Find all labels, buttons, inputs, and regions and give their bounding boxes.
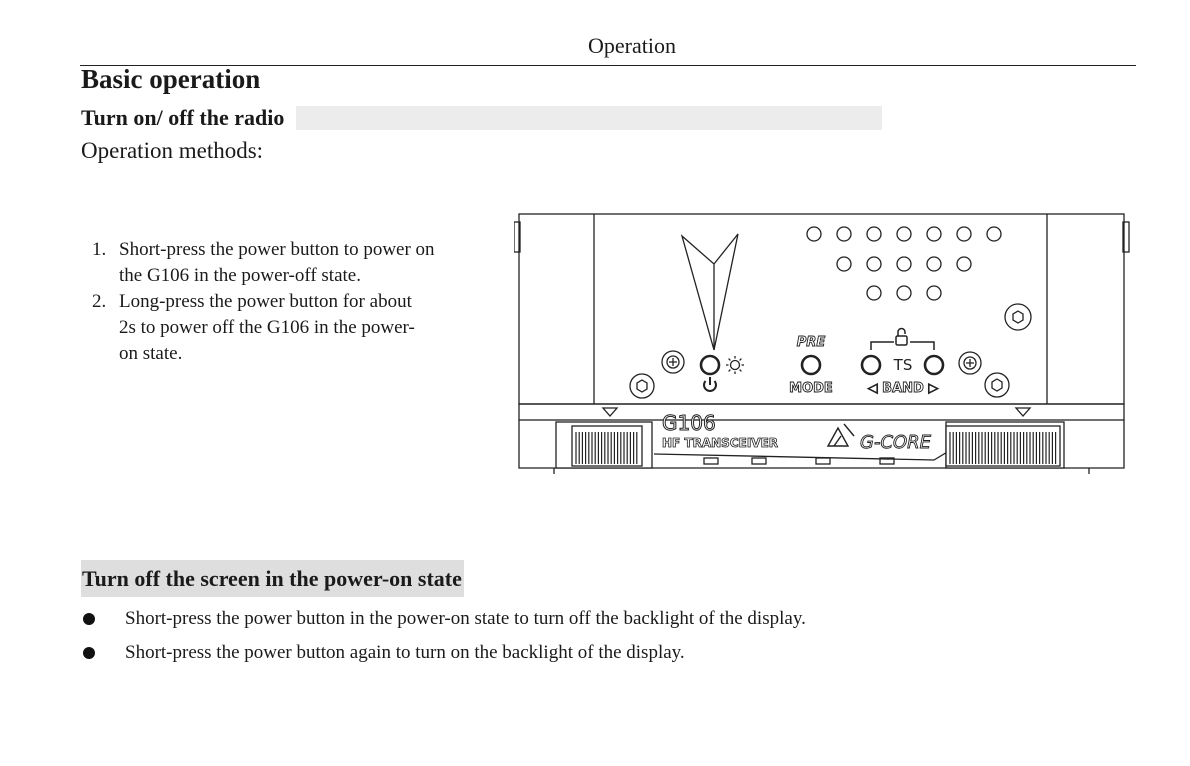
power-icon bbox=[703, 377, 717, 392]
step-text-line: Short-press the power button to power on bbox=[119, 239, 435, 260]
step-text-line: Long-press the power button for about bbox=[119, 291, 412, 312]
left-side-tab bbox=[514, 221, 521, 253]
grille-hole bbox=[926, 256, 942, 272]
plus-screw-icon bbox=[958, 351, 982, 375]
step-text-line: the G106 in the power-off state. bbox=[119, 265, 361, 286]
model-label: G106 bbox=[662, 411, 716, 435]
bullet-dot bbox=[83, 613, 95, 625]
list-item: Short-press the power button in the powe… bbox=[81, 605, 1141, 639]
list-item: 1. Short-press the power button to power… bbox=[92, 237, 502, 289]
lock-icon bbox=[870, 327, 935, 350]
left-knurled-grip bbox=[555, 421, 653, 469]
grille-hole bbox=[896, 256, 912, 272]
bullet-text: Short-press the power button in the powe… bbox=[125, 608, 806, 629]
hex-screw-icon bbox=[1004, 303, 1032, 331]
power-button bbox=[699, 354, 721, 376]
speaker-grille bbox=[806, 226, 1002, 301]
operation-methods-label: Operation methods: bbox=[81, 138, 264, 163]
grille-hole bbox=[896, 226, 912, 242]
grille-hole bbox=[836, 256, 852, 272]
ts-label: TS bbox=[893, 356, 913, 374]
arrow-logo-icon bbox=[680, 233, 739, 351]
grille-hole bbox=[866, 256, 882, 272]
heading-highlight-bar bbox=[296, 106, 883, 130]
list-item: Short-press the power button again to tu… bbox=[81, 639, 1141, 673]
brand-logo-icon bbox=[826, 423, 855, 447]
hex-screw-icon bbox=[984, 372, 1010, 398]
mode-button bbox=[800, 354, 822, 376]
grille-hole bbox=[926, 285, 942, 301]
power-subsection-heading: Turn on/ off the radio bbox=[81, 104, 883, 132]
hex-screw-icon bbox=[629, 373, 655, 399]
bullet-text: Short-press the power button again to tu… bbox=[125, 642, 685, 663]
model-subtitle-label: HF TRANSCEIVER bbox=[662, 436, 778, 450]
grille-hole bbox=[956, 256, 972, 272]
mode-label: MODE bbox=[789, 381, 833, 396]
screen-off-subsection-title: Turn off the screen in the power-on stat… bbox=[81, 560, 464, 597]
section-title: Basic operation bbox=[81, 64, 261, 94]
screen-off-bullets: Short-press the power button in the powe… bbox=[81, 605, 1141, 673]
grille-hole bbox=[896, 285, 912, 301]
plus-screw-icon bbox=[661, 350, 685, 374]
power-steps-list: 1. Short-press the power button to power… bbox=[92, 237, 502, 367]
header-rule bbox=[80, 65, 1136, 66]
right-knurled-grip bbox=[945, 421, 1065, 469]
panel-body bbox=[518, 213, 1125, 405]
step-number: 1. bbox=[92, 239, 107, 260]
step-text-line: 2s to power off the G106 in the power- bbox=[119, 317, 415, 338]
device-front-panel-illustration: PRE MODE TS ◁ BAND ▷ G106 HF TRANSCEIVER… bbox=[514, 210, 1130, 476]
grille-hole bbox=[986, 226, 1002, 242]
brightness-icon bbox=[726, 356, 744, 374]
power-subsection-title: Turn on/ off the radio bbox=[81, 105, 285, 130]
pre-label: PRE bbox=[797, 335, 826, 350]
band-label: ◁ BAND ▷ bbox=[868, 381, 939, 396]
step-text-line: on state. bbox=[119, 343, 183, 364]
grille-hole bbox=[956, 226, 972, 242]
band-up-button bbox=[923, 354, 945, 376]
grille-hole bbox=[866, 226, 882, 242]
grille-hole bbox=[806, 226, 822, 242]
grille-hole bbox=[926, 226, 942, 242]
grille-hole bbox=[866, 285, 882, 301]
band-down-button bbox=[860, 354, 882, 376]
right-side-tab bbox=[1122, 221, 1130, 253]
running-header: Operation bbox=[588, 33, 676, 58]
step-number: 2. bbox=[92, 291, 107, 312]
brand-label: G-CORE bbox=[860, 432, 932, 453]
bullet-dot bbox=[83, 647, 95, 659]
grille-hole bbox=[836, 226, 852, 242]
list-item: 2. Long-press the power button for about… bbox=[92, 289, 502, 367]
device-svg: PRE MODE TS ◁ BAND ▷ G106 HF TRANSCEIVER… bbox=[514, 213, 1130, 474]
